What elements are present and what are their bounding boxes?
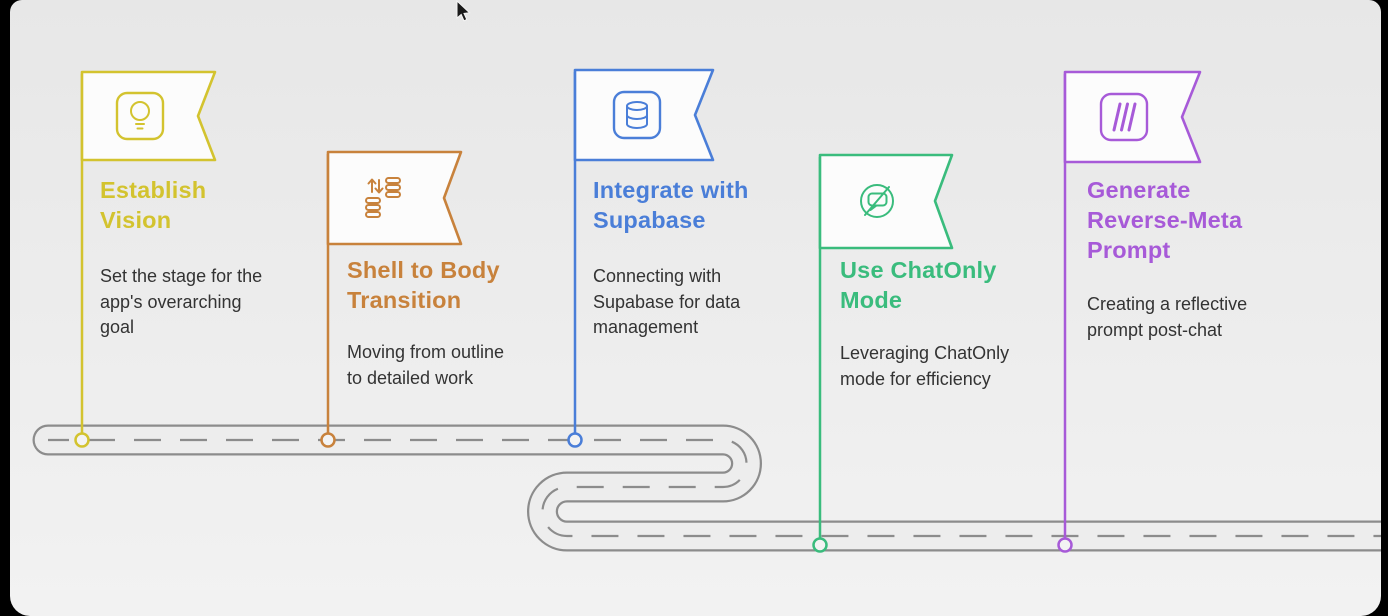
- milestone-flag-graphic: [74, 70, 217, 448]
- road-marker: [320, 432, 336, 448]
- data-transfer-stacks-icon: [365, 177, 401, 218]
- milestone-description: Leveraging ChatOnly mode for efficiency: [840, 343, 1010, 389]
- flag-banner: [573, 68, 715, 162]
- milestone-description: Set the stage for the app's overarching …: [100, 266, 263, 338]
- milestone-description: Connecting with Supabase for data manage…: [593, 266, 741, 338]
- chat-bubble-slash-icon: [860, 184, 894, 218]
- milestone-flag-graphic: [812, 153, 954, 553]
- milestone-title: Establish Vision: [100, 177, 207, 233]
- road: [32, 424, 1381, 552]
- road-marker: [1057, 537, 1073, 553]
- database-icon: [612, 90, 662, 140]
- milestone-description: Moving from outline to detailed work: [347, 342, 505, 388]
- milestone-title: Shell to Body Transition: [347, 257, 500, 313]
- milestone-flag-graphic: [567, 68, 715, 448]
- road-marker: [812, 537, 828, 553]
- road-marker: [74, 432, 90, 448]
- milestone-title: Use ChatOnly Mode: [840, 257, 997, 313]
- milestone-title: Generate Reverse-Meta Prompt: [1087, 177, 1243, 263]
- skewed-bars-icon: [1099, 92, 1149, 142]
- milestone-title: Integrate with Supabase: [593, 177, 749, 233]
- road-marker: [567, 432, 583, 448]
- mouse-cursor: [456, 0, 471, 22]
- milestone-flag-graphic: [320, 150, 463, 448]
- milestone-description: Creating a reflective prompt post-chat: [1087, 294, 1248, 340]
- lightbulb-icon: [115, 91, 165, 141]
- road-centerline: [48, 438, 1381, 538]
- milestone-flag-graphic: [1057, 70, 1202, 553]
- presentation-canvas: Establish Vision Set the stage for the a…: [10, 0, 1381, 616]
